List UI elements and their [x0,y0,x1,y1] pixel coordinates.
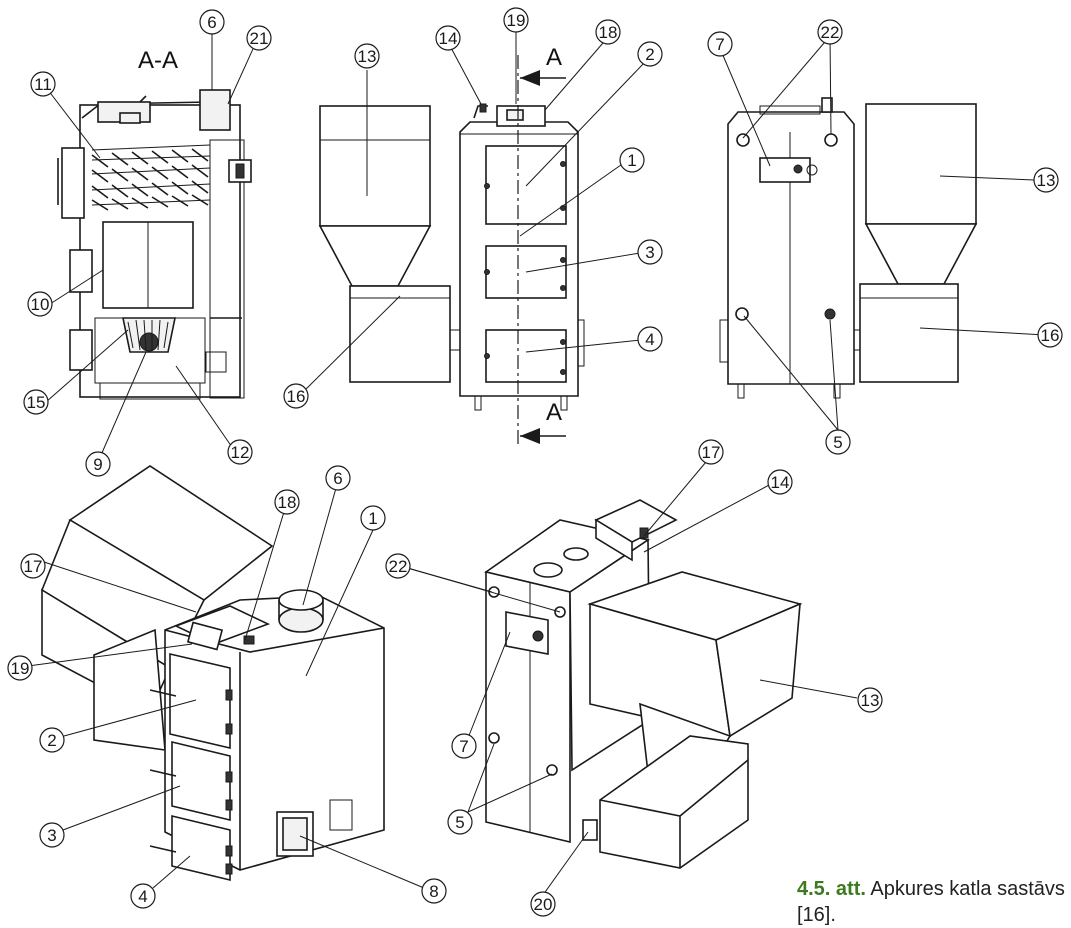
callout-14-iso-rear: 14 [767,469,793,495]
callout-label: 18 [599,23,618,42]
callout-17-iso-rear: 17 [698,439,724,465]
section-marker-bottom: A [546,399,562,426]
callout-13-iso-rear: 13 [857,687,883,713]
callout-9: 9 [85,451,111,477]
callout-label: 21 [250,29,269,48]
callout-1-front: 1 [619,147,645,173]
callout-label: 17 [702,443,721,462]
section-view-title: A-A [138,47,178,74]
callout-label: 14 [771,473,790,492]
callout-13-rear: 13 [1033,167,1059,193]
rear-view [719,97,978,399]
callout-4-front: 4 [637,326,663,352]
isometric-rear-view [484,499,803,869]
section-marker-top: A [546,44,562,71]
callout-label: 2 [645,45,654,64]
callout-7-iso-rear: 7 [451,733,477,759]
callout-label: 8 [429,882,438,901]
callout-label: 19 [507,11,526,30]
section-arrow-top: A [520,44,566,86]
callout-label: 22 [821,23,840,42]
callout-markers: 6 21 11 10 15 9 12 13 14 19 18 2 1 3 4 1… [7,7,1063,917]
callout-label: 4 [138,887,147,906]
callout-label: 7 [715,35,724,54]
callout-label: 11 [34,75,52,94]
callout-label: 5 [455,813,464,832]
callout-2-iso: 2 [39,727,65,753]
callout-3-front: 3 [637,239,663,265]
callout-7-rear: 7 [707,31,733,57]
callout-label: 13 [358,47,377,66]
callout-label: 1 [627,151,636,170]
callout-11: 11 [30,71,56,97]
callout-label: 16 [1041,326,1060,345]
callout-15: 15 [23,389,49,415]
callout-label: 13 [1037,171,1056,190]
isometric-front-view [41,465,385,882]
callout-2-front: 2 [637,41,663,67]
callout-6-iso: 6 [325,465,351,491]
callout-label: 7 [459,737,468,756]
callout-label: 20 [534,895,553,914]
callout-5-iso-rear: 5 [447,809,473,835]
callout-8-iso: 8 [421,878,447,904]
callout-18-iso: 18 [274,489,300,515]
callout-21: 21 [246,25,272,51]
callout-4-iso: 4 [130,883,156,909]
callout-label: 13 [861,691,880,710]
callout-label: 3 [47,826,56,845]
callout-5-rear: 5 [825,429,851,455]
callout-1-iso: 1 [360,505,386,531]
callout-label: 12 [231,443,250,462]
figure-caption-label: 4.5. att. [797,878,866,900]
callout-18-front: 18 [595,19,621,45]
figure-caption: 4.5. att. Apkures katla sastāvs [16]. [797,876,1067,928]
callout-label: 18 [278,493,297,512]
callout-label: 1 [368,509,377,528]
callout-3-iso: 3 [39,822,65,848]
callout-20-iso-rear: 20 [530,891,556,917]
callout-label: 9 [93,455,102,474]
callout-label: 22 [389,557,408,576]
callout-12: 12 [227,439,253,465]
callout-10: 10 [27,291,53,317]
callout-label: 19 [11,659,30,678]
callout-label: 15 [27,393,46,412]
callout-22-iso-rear: 22 [385,553,411,579]
callout-label: 16 [287,387,306,406]
callout-19-iso: 19 [7,655,33,681]
callout-16-front: 16 [283,383,309,409]
callout-label: 2 [47,731,56,750]
callout-label: 5 [833,433,842,452]
callout-16-rear: 16 [1037,322,1063,348]
callout-13-front: 13 [354,43,380,69]
callout-14-front: 14 [435,25,461,51]
figure-caption-text: Apkures katla sastāvs [16]. [797,878,1065,926]
front-view: A A [318,44,585,445]
callout-label: 6 [207,13,216,32]
callout-label: 14 [439,29,458,48]
callout-label: 4 [645,330,654,349]
callout-label: 17 [24,557,43,576]
callout-17-iso: 17 [20,553,46,579]
callout-22-rear: 22 [817,19,843,45]
callout-label: 6 [333,469,342,488]
callout-label: 10 [31,295,50,314]
section-view-a-a: A-A [57,47,252,400]
heat-exchanger-fins [91,144,211,211]
leader-lines [27,26,1047,896]
callout-label: 3 [645,243,654,262]
section-arrow-bottom: A [520,399,566,444]
callout-6-section: 6 [199,9,225,35]
callout-19-front: 19 [503,7,529,33]
